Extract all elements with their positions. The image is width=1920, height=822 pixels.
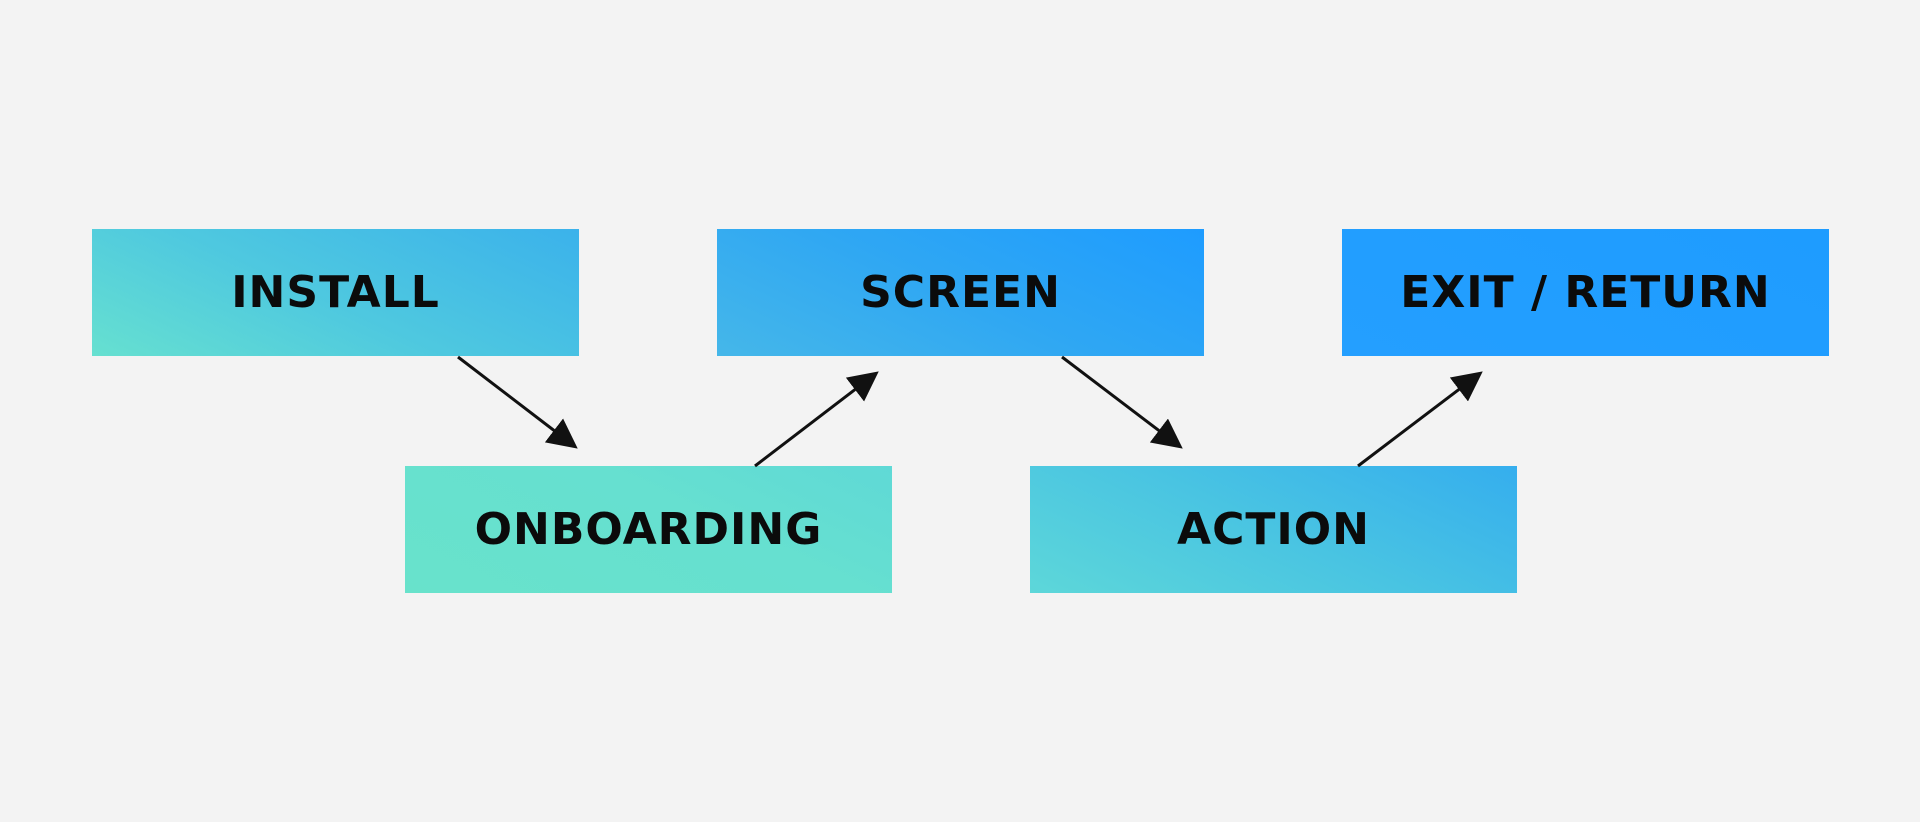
node-action: ACTION: [1030, 466, 1517, 593]
node-onboarding: ONBOARDING: [405, 466, 892, 593]
node-action-label: ACTION: [1177, 504, 1370, 555]
node-onboarding-label: ONBOARDING: [474, 504, 823, 555]
arrow-onboarding-to-screen: [754, 371, 879, 468]
node-install-label: INSTALL: [231, 267, 440, 318]
node-install: INSTALL: [92, 229, 579, 356]
arrow-screen-to-action: [1061, 355, 1183, 449]
node-screen: SCREEN: [717, 229, 1204, 356]
node-exit-return-label: EXIT / RETURN: [1400, 267, 1771, 318]
arrow-action-to-exit-return: [1357, 371, 1483, 468]
arrow-install-to-onboarding: [457, 355, 578, 449]
node-screen-label: SCREEN: [860, 267, 1061, 318]
node-exit-return: EXIT / RETURN: [1342, 229, 1829, 356]
